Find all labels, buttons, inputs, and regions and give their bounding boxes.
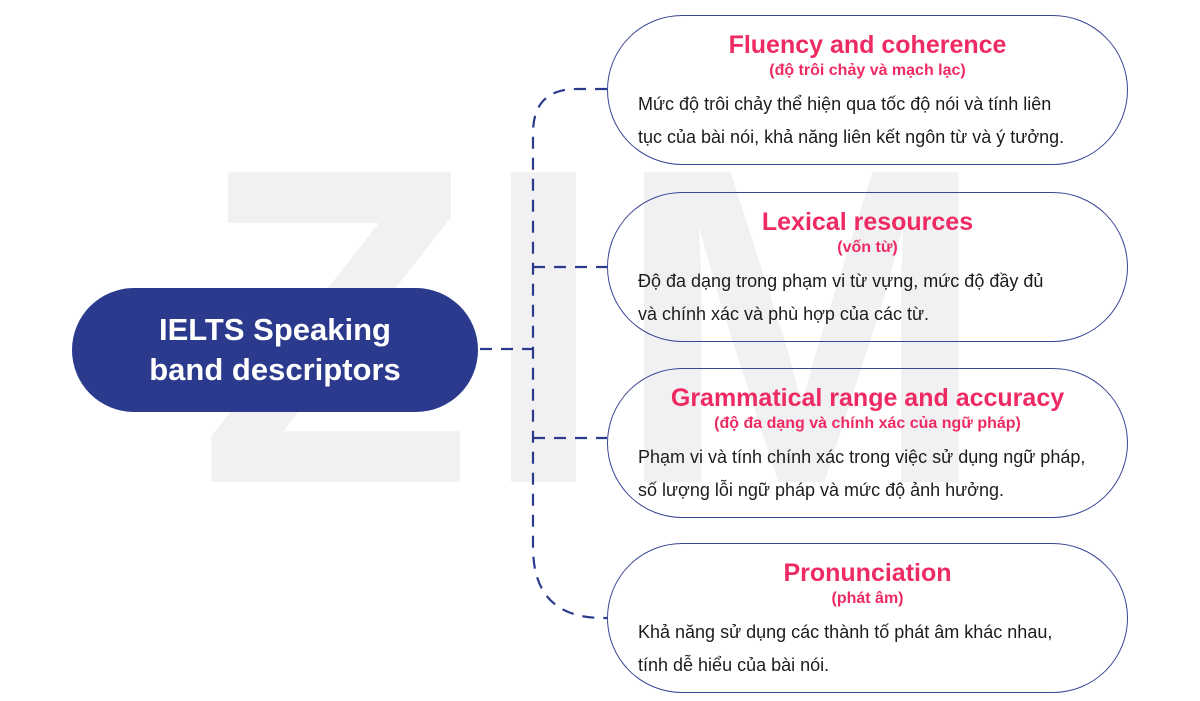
branch-card-grammatical-range-and-accuracy: Grammatical range and accuracy (độ đa dạ… <box>607 368 1128 518</box>
card-subtitle: (vốn từ) <box>837 239 898 256</box>
card-title: Fluency and coherence <box>728 31 1007 59</box>
branch-card-lexical-resources: Lexical resources (vốn từ) Độ đa dạng tr… <box>607 192 1128 342</box>
card-subtitle: (độ đa dạng và chính xác của ngữ pháp) <box>714 415 1021 432</box>
root-node-title: IELTS Speaking band descriptors <box>149 312 401 387</box>
card-description: Độ đa dạng trong phạm vi từ vựng, mức độ… <box>638 271 1044 324</box>
branch-card-pronunciation: Pronunciation (phát âm) Khả năng sử dụng… <box>607 543 1128 693</box>
root-node: IELTS Speaking band descriptors <box>72 288 478 412</box>
card-description: Khả năng sử dụng các thành tố phát âm kh… <box>638 622 1053 675</box>
card-description: Mức độ trôi chảy thể hiện qua tốc độ nói… <box>638 94 1065 147</box>
card-subtitle: (phát âm) <box>831 590 904 607</box>
card-subtitle: (độ trôi chảy và mạch lạc) <box>769 62 966 79</box>
card-title: Pronunciation <box>783 559 952 587</box>
card-title: Grammatical range and accuracy <box>670 384 1065 412</box>
branch-card-fluency-and-coherence: Fluency and coherence (độ trôi chảy và m… <box>607 15 1128 165</box>
connector-trunk-bracket <box>531 87 607 620</box>
card-title: Lexical resources <box>761 208 974 236</box>
card-description: Phạm vi và tính chính xác trong việc sử … <box>638 447 1086 500</box>
